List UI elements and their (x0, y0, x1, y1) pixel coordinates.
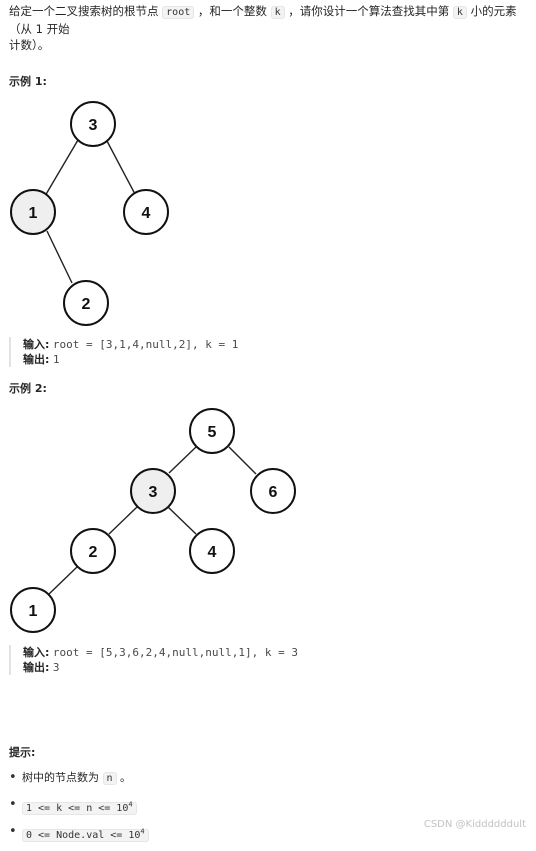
tree-node: 6 (250, 468, 296, 514)
edge-2-1 (48, 566, 78, 595)
edge-3-4 (167, 506, 197, 535)
svg-text:1: 1 (29, 603, 38, 620)
example-2-io: 输入: root = [5,3,6,2,4,null,null,1], k = … (9, 645, 298, 675)
edge-1-2 (46, 230, 73, 284)
edge-5-3 (168, 446, 197, 474)
tree-node: 2 (70, 528, 116, 574)
example-1-title: 示例 1: (9, 75, 47, 88)
tree-node: 3 (70, 101, 116, 147)
tree-node: 2 (63, 280, 109, 326)
example-1-tree-diagram: 3 1 4 2 (10, 101, 169, 326)
svg-text:1: 1 (29, 205, 38, 222)
svg-text:3: 3 (89, 117, 98, 134)
tree-node: 4 (123, 189, 169, 235)
svg-text:4: 4 (208, 544, 217, 561)
example-2-input: root = [5,3,6,2,4,null,null,1], k = 3 (52, 646, 298, 659)
svg-text:2: 2 (89, 544, 98, 561)
example-1-input: root = [3,1,4,null,2], k = 1 (52, 338, 239, 351)
tree-node-highlighted: 3 (130, 468, 176, 514)
edge-3-1 (44, 139, 79, 197)
code-k: k (270, 6, 285, 19)
edge-3-2 (108, 506, 138, 535)
tree-node: 4 (189, 528, 235, 574)
edge-3-4 (106, 140, 137, 197)
hints-title: 提示: (9, 746, 36, 759)
tree-node: 5 (189, 408, 235, 454)
hint-item: 1 <= k <= n <= 104 (9, 797, 149, 824)
hints-list: 树中的节点数为 n 。 1 <= k <= n <= 104 0 <= Node… (9, 770, 149, 851)
tree-node-highlighted: 1 (10, 189, 56, 235)
svg-text:3: 3 (149, 484, 158, 501)
example-1-io: 输入: root = [3,1,4,null,2], k = 1 输出: 1 (9, 337, 238, 367)
code-root: root (162, 6, 195, 19)
svg-text:4: 4 (142, 205, 151, 222)
example-1-output: 1 (52, 353, 60, 366)
csdn-watermark: CSDN @Kiddddddult (423, 819, 526, 830)
tree-edges (48, 446, 257, 595)
problem-statement: 给定一个二叉搜索树的根节点 root ，和一个整数 k ，请你设计一个算法查找其… (9, 4, 517, 52)
tree-node: 1 (10, 587, 56, 633)
tree-edges (44, 139, 137, 284)
svg-text:6: 6 (269, 484, 278, 501)
hint-item: 树中的节点数为 n 。 (9, 770, 149, 797)
example-2-output: 3 (52, 661, 60, 674)
example-2-title: 示例 2: (9, 382, 47, 395)
svg-text:5: 5 (208, 424, 217, 441)
edge-5-6 (228, 446, 257, 475)
example-2-tree-diagram: 5 3 6 2 4 1 (10, 408, 296, 633)
svg-text:2: 2 (82, 296, 91, 313)
code-k-2: k (452, 6, 467, 19)
